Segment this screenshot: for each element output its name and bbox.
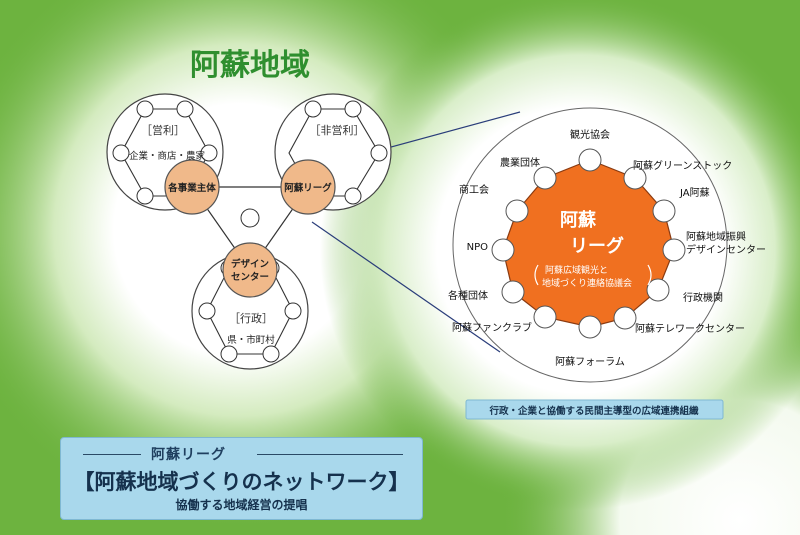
footer-subline: 協働する地域経営の提唱 — [175, 498, 308, 512]
zoom-line-top — [379, 111, 521, 151]
league-title-2: リーグ — [570, 235, 624, 257]
league-detail: 阿蘇 リーグ 阿蘇広域観光と 地域づくり連絡協議会 観光協会 阿蘇グリーンストッ… — [448, 107, 766, 383]
member-label: 阿蘇地域振興 — [686, 230, 746, 243]
member-label: デザインセンター — [686, 243, 766, 256]
kicker-rule-left — [83, 454, 141, 455]
kicker-rule-right — [257, 454, 403, 455]
league-subtitle-1: 阿蘇広域観光と — [545, 264, 608, 276]
government-members: 県・市町村 — [227, 334, 275, 346]
member-label: 商工会 — [459, 183, 489, 196]
league-caption: 行政・企業と協働する民間主導型の広域連携組織 — [488, 405, 699, 417]
for-profit-label: ［営利］ — [141, 123, 185, 137]
member-label: 阿蘇テレワークセンター — [635, 322, 745, 335]
footer-title-box: 阿蘇リーグ 【阿蘇地域づくりのネットワーク】 協働する地域経営の提唱 — [60, 437, 423, 520]
non-profit-label: ［非営利］ — [310, 123, 365, 137]
bracket-left — [534, 264, 539, 286]
league-title-1: 阿蘇 — [560, 209, 596, 231]
league-subtitle-2: 地域づくり連絡協議会 — [542, 277, 632, 289]
footer-kicker-text: 阿蘇リーグ — [151, 447, 226, 463]
member-label: 阿蘇フォーラム — [555, 355, 625, 368]
member-label: 観光協会 — [570, 128, 610, 141]
member-label: NPO — [467, 242, 489, 253]
hub-design-label-1: デザイン — [231, 258, 269, 270]
region-title: 阿蘇地域 — [190, 48, 310, 83]
member-label: 阿蘇グリーンストック — [633, 159, 732, 172]
footer-headline: 【阿蘇地域づくりのネットワーク】 — [73, 470, 410, 494]
hub-design-label-2: センター — [231, 271, 269, 283]
hub-league-label: 阿蘇リーグ — [284, 182, 332, 194]
member-label: 阿蘇ファンクラブ — [452, 321, 532, 334]
group-government: ［行政］ 県・市町村 — [191, 252, 309, 370]
bracket-right — [647, 264, 652, 286]
hub-business: 各事業主体 — [164, 159, 220, 215]
hub-design-center: デザイン センター — [222, 242, 278, 298]
member-label: 農業団体 — [500, 156, 540, 169]
member-label: 行政機関 — [683, 291, 723, 304]
member-label: JA阿蘇 — [679, 186, 710, 199]
footer-kicker: 阿蘇リーグ — [61, 444, 422, 464]
hub-business-label: 各事業主体 — [167, 182, 216, 194]
government-label: ［行政］ — [229, 311, 273, 325]
league-nodes — [491, 148, 686, 339]
center-node — [240, 208, 260, 228]
member-label: 各種団体 — [448, 289, 488, 302]
zoom-line-bottom — [311, 221, 501, 353]
for-profit-members: 企業・商店・農家 — [129, 150, 206, 162]
hub-league: 阿蘇リーグ — [280, 159, 336, 215]
league-caption-box — [465, 399, 724, 420]
